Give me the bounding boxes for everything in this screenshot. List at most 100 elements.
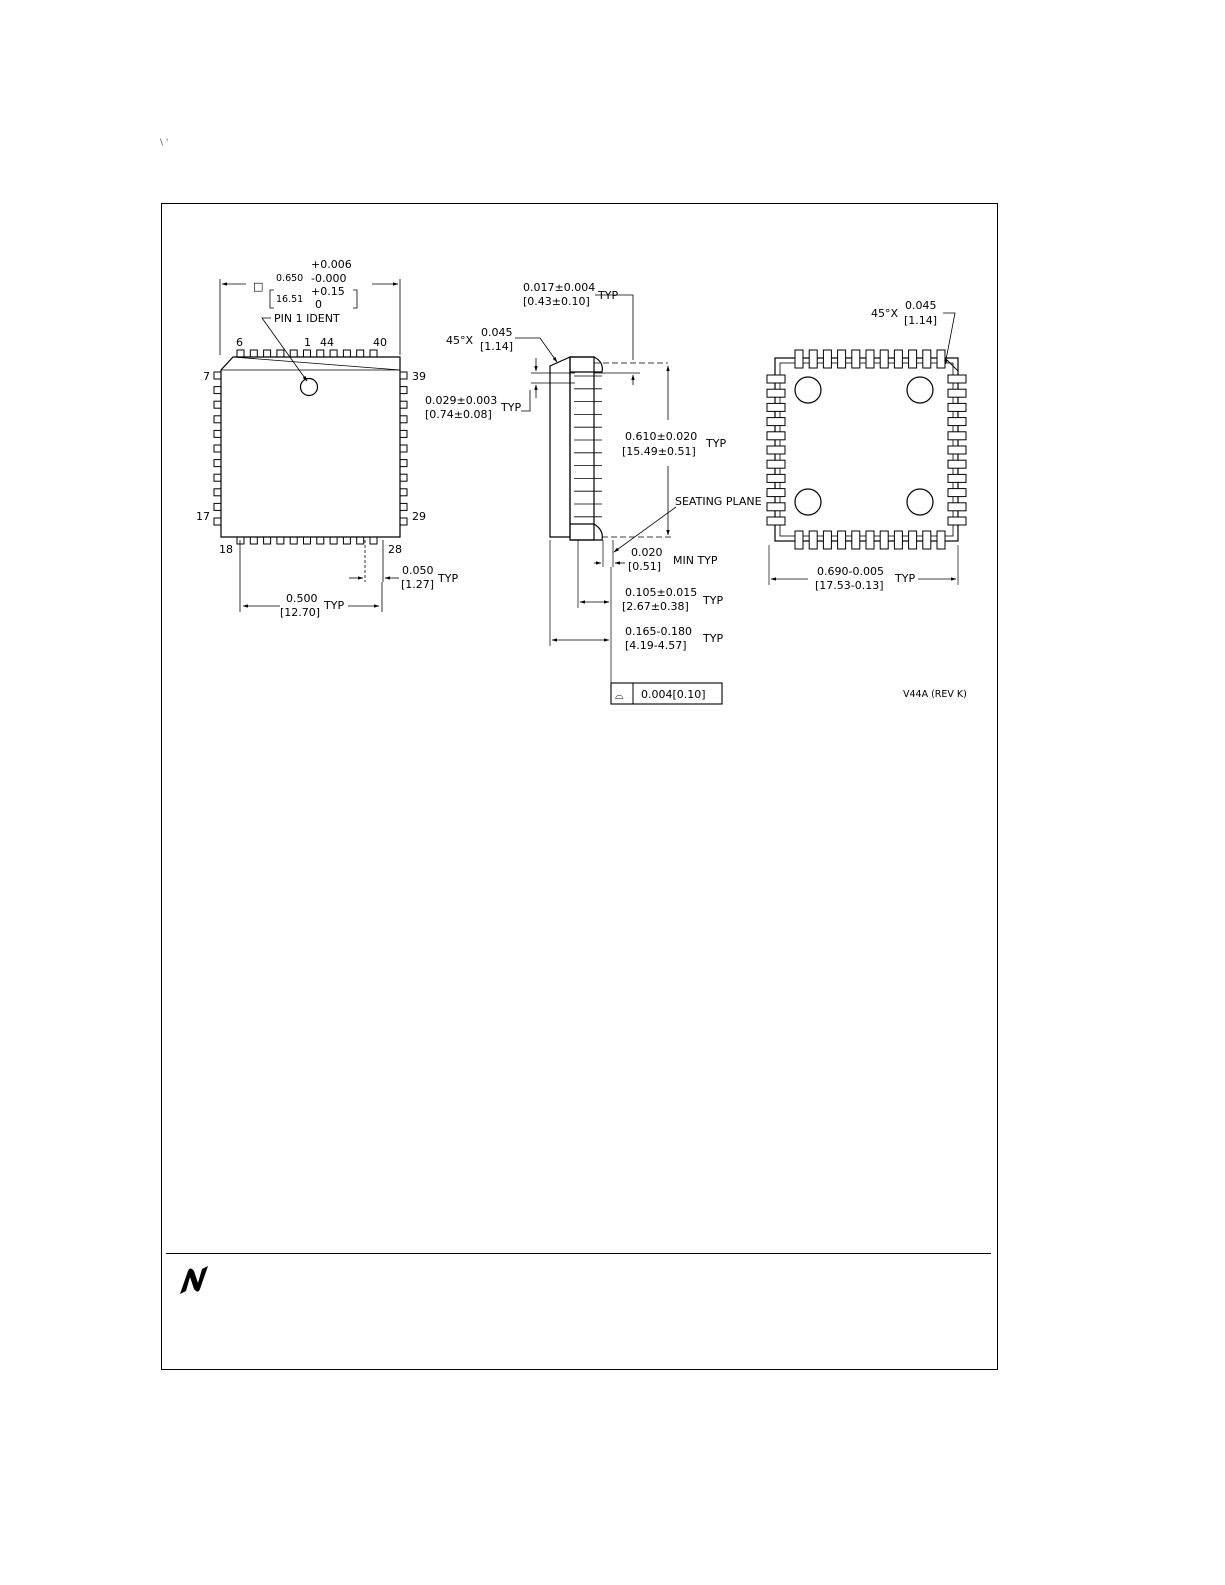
bottom-chamfer-prefix: 45°X	[871, 307, 898, 320]
j-lead	[766, 445, 786, 455]
j-lead	[766, 516, 786, 526]
body-height-mm: [2.67±0.38]	[622, 600, 689, 613]
coplanarity-value: 0.004[0.10]	[641, 688, 706, 701]
pin-label-1: 1	[304, 336, 311, 349]
lead-thickness-inch: 0.029±0.003	[425, 394, 497, 407]
lead	[263, 349, 272, 358]
bottom-view-ejector-pin	[906, 376, 934, 404]
lead	[236, 536, 245, 545]
pin-label-29: 29	[412, 510, 426, 523]
j-lead	[766, 502, 786, 512]
row-span-typ: TYP	[705, 437, 726, 450]
j-lead	[893, 349, 903, 369]
width-mm-value: 16.51	[276, 294, 303, 305]
j-lead	[794, 530, 804, 550]
pin-label-6: 6	[236, 336, 243, 349]
body-height-typ: TYP	[702, 594, 723, 607]
lead	[213, 473, 222, 482]
bottom-view-text: 45°X 0.045 [1.14] 0.690-0.005 [17.53-0.1…	[815, 299, 967, 700]
lead	[263, 536, 272, 545]
lead	[303, 536, 311, 545]
lead	[213, 429, 222, 438]
side-view-text: 0.017±0.004 [0.43±0.10] TYP 45°X 0.045 […	[425, 281, 762, 702]
lead	[249, 349, 258, 358]
lead	[399, 400, 408, 409]
lead	[399, 502, 408, 511]
j-lead	[865, 349, 875, 369]
pin-label-28: 28	[388, 543, 402, 556]
scan-artifact: \ '	[160, 138, 169, 148]
lead	[236, 349, 245, 358]
j-lead	[879, 530, 889, 550]
j-lead	[947, 473, 967, 483]
overall-width-typ: TYP	[894, 572, 915, 585]
j-lead	[766, 374, 786, 384]
pin1-ident-dot	[299, 377, 319, 397]
span-typ: TYP	[323, 599, 344, 612]
pin1-ident-label: PIN 1 IDENT	[274, 312, 340, 325]
lead	[213, 502, 222, 511]
side-view-lead-stack	[574, 375, 602, 518]
pin-label-18: 18	[219, 543, 233, 556]
lead	[303, 349, 311, 358]
j-lead	[947, 488, 967, 498]
coplanarity-frame	[610, 682, 723, 705]
lead	[213, 488, 222, 497]
pitch-inch: 0.050	[402, 564, 434, 577]
lead	[213, 459, 222, 468]
lead	[399, 444, 408, 453]
j-lead	[808, 349, 818, 369]
top-view-chamfer-edge	[232, 356, 401, 371]
lead	[369, 536, 378, 545]
pin-label-7: 7	[203, 370, 210, 383]
lead	[213, 386, 222, 395]
body-height-inch: 0.105±0.015	[625, 586, 697, 599]
j-lead	[837, 530, 847, 550]
j-lead	[947, 459, 967, 469]
j-lead	[865, 530, 875, 550]
total-height-typ: TYP	[702, 632, 723, 645]
bottom-view-ejector-pin	[794, 488, 822, 516]
side-view-lead-frame	[570, 356, 603, 373]
lead	[399, 429, 408, 438]
j-lead	[947, 445, 967, 455]
lead	[356, 536, 365, 545]
width-inch-plus-tol: +0.006	[311, 258, 352, 271]
lead	[213, 517, 222, 526]
j-lead	[879, 349, 889, 369]
lead	[316, 349, 325, 358]
bottom-chamfer-mm: [1.14]	[904, 314, 937, 327]
row-span-inch: 0.610±0.020	[625, 430, 697, 443]
lead-thickness-mm: [0.74±0.08]	[425, 408, 492, 421]
j-lead	[908, 349, 918, 369]
top-view-text: □ 0.650 +0.006 -0.000 16.51 +0.15 0 PIN …	[196, 258, 458, 619]
pitch-typ: TYP	[437, 572, 458, 585]
j-lead	[822, 530, 832, 550]
lead	[356, 349, 365, 358]
j-lead	[947, 417, 967, 427]
span-inch: 0.500	[286, 592, 318, 605]
footer-divider	[166, 1253, 991, 1254]
j-lead	[766, 402, 786, 412]
j-lead	[947, 374, 967, 384]
pin-label-39: 39	[412, 370, 426, 383]
bottom-chamfer-inch: 0.045	[905, 299, 937, 312]
pitch-mm: [1.27]	[401, 578, 434, 591]
lead-width-mm: [0.43±0.10]	[523, 295, 590, 308]
lead	[213, 444, 222, 453]
lead	[399, 488, 408, 497]
lead	[213, 400, 222, 409]
j-lead	[851, 530, 861, 550]
j-lead	[922, 530, 932, 550]
lead-thickness-typ: TYP	[500, 401, 521, 414]
lead-width-typ: TYP	[597, 289, 618, 302]
side-view-body	[549, 356, 571, 538]
j-lead	[766, 488, 786, 498]
standoff-typ: MIN TYP	[673, 554, 718, 567]
side-chamfer-inch: 0.045	[481, 326, 513, 339]
standoff-mm: [0.51]	[628, 560, 661, 573]
bottom-view-ejector-pin	[794, 376, 822, 404]
coplanarity-symbol: ⌓	[615, 689, 624, 702]
j-lead	[947, 516, 967, 526]
j-lead	[766, 417, 786, 427]
